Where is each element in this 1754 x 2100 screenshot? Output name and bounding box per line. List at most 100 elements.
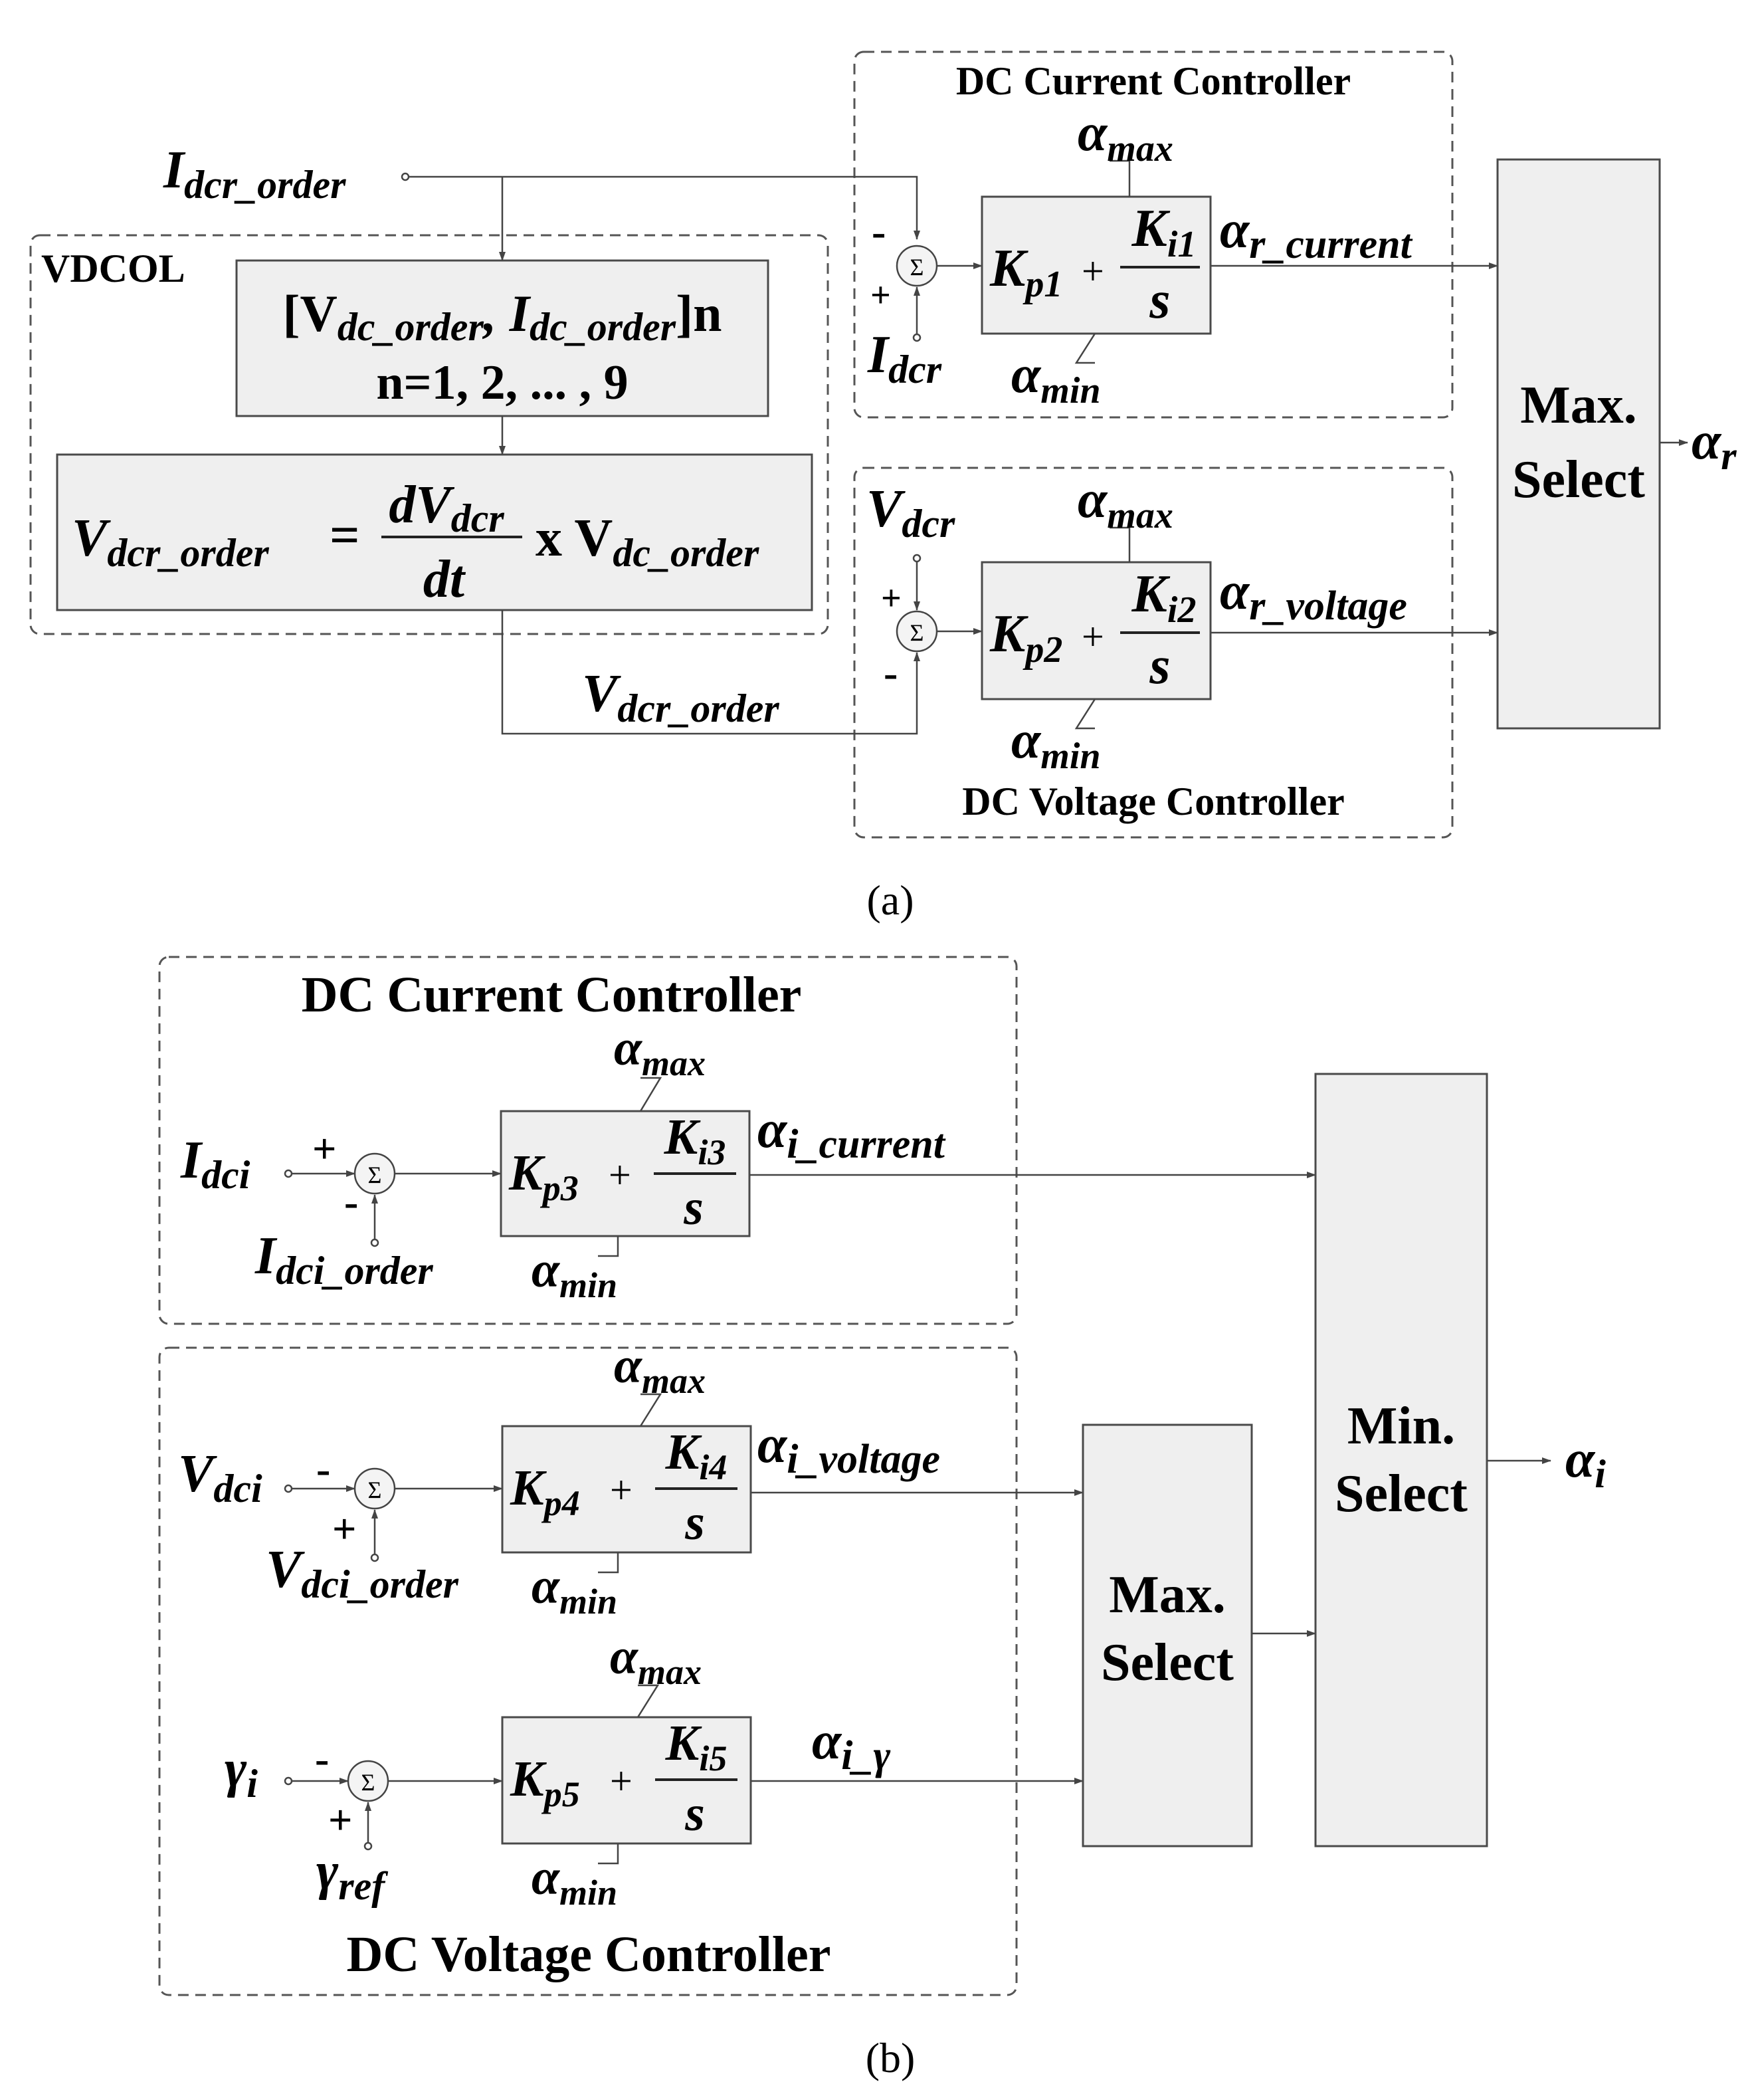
- sigma-symbol: Σ: [368, 1162, 382, 1188]
- pi4-alpha-max: αmax: [614, 1338, 706, 1401]
- pi-block-3: [500, 1110, 751, 1237]
- idcr-order-label: Idcr_order: [163, 141, 346, 207]
- pi2-kp: Kp2: [989, 605, 1062, 671]
- b-alpha-i-voltage-label: αi_voltage: [757, 1416, 940, 1482]
- alpha-r-voltage-label: αr_voltage: [1220, 562, 1407, 629]
- pi4-plus: +: [610, 1468, 633, 1512]
- min-select-block: [1314, 1073, 1488, 1847]
- b-voltage-controller-title: DC Voltage Controller: [347, 1927, 831, 1982]
- pi3-kp: Kp3: [508, 1145, 579, 1208]
- pi4-kp: Kp4: [510, 1460, 580, 1523]
- pi5-alpha-min: αmin: [532, 1849, 617, 1913]
- wire-idcr-order-to-sum: [409, 175, 920, 240]
- sign-minus-voltage-a: -: [884, 649, 898, 696]
- pi1-plus: +: [1082, 249, 1104, 293]
- vdcol-eq-times: x Vdc_order: [536, 509, 759, 575]
- dc-current-controller-title: DC Current Controller: [956, 59, 1351, 103]
- pi2-plus: +: [1082, 615, 1104, 659]
- pi-block-1: [981, 195, 1212, 335]
- sigma-symbol: Σ: [368, 1477, 382, 1503]
- b-sign2-loop2: +: [332, 1505, 356, 1552]
- caption-a: (a): [866, 877, 914, 924]
- pi1-alpha-min-leader: [1074, 333, 1096, 364]
- sign-plus-voltage-a: +: [881, 578, 902, 618]
- vdcol-eq-equals: =: [330, 506, 360, 565]
- b-vdci-terminal: [284, 1484, 293, 1493]
- pi4-alpha-min: αmin: [532, 1558, 617, 1622]
- b-sign1-loop2: -: [316, 1445, 330, 1493]
- pi1-alpha-min: αmin: [1011, 346, 1101, 411]
- sign-plus-current-a: +: [870, 275, 891, 315]
- vdcr-order-label: Vdcr_order: [582, 665, 779, 730]
- vdcol-table-line1: [Vdc_order, Idc_order]n: [283, 284, 722, 349]
- max-select-a-line2: Select: [1512, 451, 1645, 509]
- vdcr-terminal: [912, 554, 922, 563]
- vdcol-label: VDCOL: [41, 247, 185, 290]
- pi2-alpha-max: αmax: [1078, 471, 1173, 536]
- idcr-order-terminal: [401, 172, 410, 181]
- b-current-controller-container: [158, 956, 1018, 1325]
- pi3-s: s: [683, 1180, 704, 1235]
- vdcol-table-block: [235, 259, 769, 417]
- b-gamma-i-terminal: [284, 1776, 293, 1786]
- pi5-ki: Ki5: [665, 1715, 728, 1778]
- max-select-b-line2: Select: [1101, 1633, 1234, 1692]
- pi3-alpha-min: αmin: [532, 1242, 617, 1305]
- pi2-alpha-max-leader: [1110, 526, 1131, 562]
- pi5-plus: +: [610, 1759, 633, 1803]
- b-sign1-loop1: +: [312, 1125, 336, 1172]
- panel-b: DC Current Controller DC Voltage Control…: [158, 956, 1606, 2081]
- pi1-kp: Kp1: [989, 239, 1062, 305]
- pi1-alpha-max-leader: [1110, 159, 1131, 197]
- max-select-a-line1: Max.: [1520, 376, 1637, 435]
- dc-voltage-controller-container: [853, 467, 1454, 839]
- min-select-line1: Min.: [1347, 1397, 1455, 1455]
- pi5-kp: Kp5: [510, 1751, 580, 1814]
- vdcol-container: [29, 234, 829, 635]
- alpha-r-current-label: αr_current: [1220, 201, 1413, 267]
- pi5-s: s: [684, 1786, 705, 1841]
- pi1-alpha-max: αmax: [1078, 104, 1173, 169]
- b-gamma-ref-label: γref: [316, 1842, 388, 1908]
- dc-voltage-controller-title: DC Voltage Controller: [962, 780, 1345, 823]
- b-idci-order-terminal: [370, 1238, 379, 1247]
- pi3-alpha-max: αmax: [614, 1020, 706, 1083]
- sigma-symbol: Σ: [910, 619, 924, 646]
- pi-block-2: [981, 561, 1212, 700]
- pi4-s: s: [684, 1495, 705, 1550]
- pi3-plus: +: [609, 1153, 631, 1197]
- b-sign2-loop3: +: [328, 1796, 352, 1843]
- alpha-r-output: αr: [1692, 412, 1737, 478]
- b-idci-terminal: [284, 1169, 293, 1178]
- max-select-block-b: [1082, 1423, 1253, 1847]
- pi2-ki: Ki2: [1131, 565, 1197, 631]
- pi2-alpha-min-leader: [1074, 698, 1096, 730]
- b-vdci-label: Vdci: [178, 1445, 262, 1511]
- sigma-symbol: Σ: [361, 1769, 375, 1796]
- b-idci-label: Idci: [180, 1131, 250, 1197]
- idcr-terminal: [912, 333, 922, 342]
- pi3-alpha-max-leader: [639, 1077, 662, 1112]
- vdcr-label: Vdcr: [866, 480, 955, 546]
- pi3-alpha-min-leader: [598, 1236, 619, 1257]
- wire-vdcr-order-feedback: [501, 610, 920, 735]
- sign-minus-current-a: -: [872, 208, 886, 255]
- b-gamma-i-label: γi: [225, 1740, 258, 1806]
- b-idci-order-label: Idci_order: [254, 1227, 433, 1293]
- sigma-symbol: Σ: [910, 254, 924, 280]
- panel-a: VDCOL DC Current Controller DC Voltage C…: [29, 51, 1737, 924]
- b-alpha-i-current-label: αi_current: [757, 1101, 946, 1167]
- b-gamma-ref-terminal: [363, 1841, 373, 1851]
- min-select-line2: Select: [1335, 1465, 1468, 1523]
- pi4-alpha-min-leader: [598, 1552, 619, 1574]
- pi4-ki: Ki4: [665, 1424, 728, 1487]
- alpha-i-output: αi: [1565, 1430, 1606, 1496]
- pi2-alpha-min: αmin: [1011, 711, 1101, 777]
- caption-b: (b): [866, 2034, 916, 2081]
- max-select-b-line1: Max.: [1109, 1566, 1226, 1624]
- b-sign1-loop3: -: [315, 1735, 329, 1782]
- pi5-alpha-max: αmax: [610, 1629, 702, 1692]
- b-alpha-i-gamma-label: αi_γ: [812, 1712, 890, 1778]
- pi3-ki: Ki3: [664, 1109, 726, 1172]
